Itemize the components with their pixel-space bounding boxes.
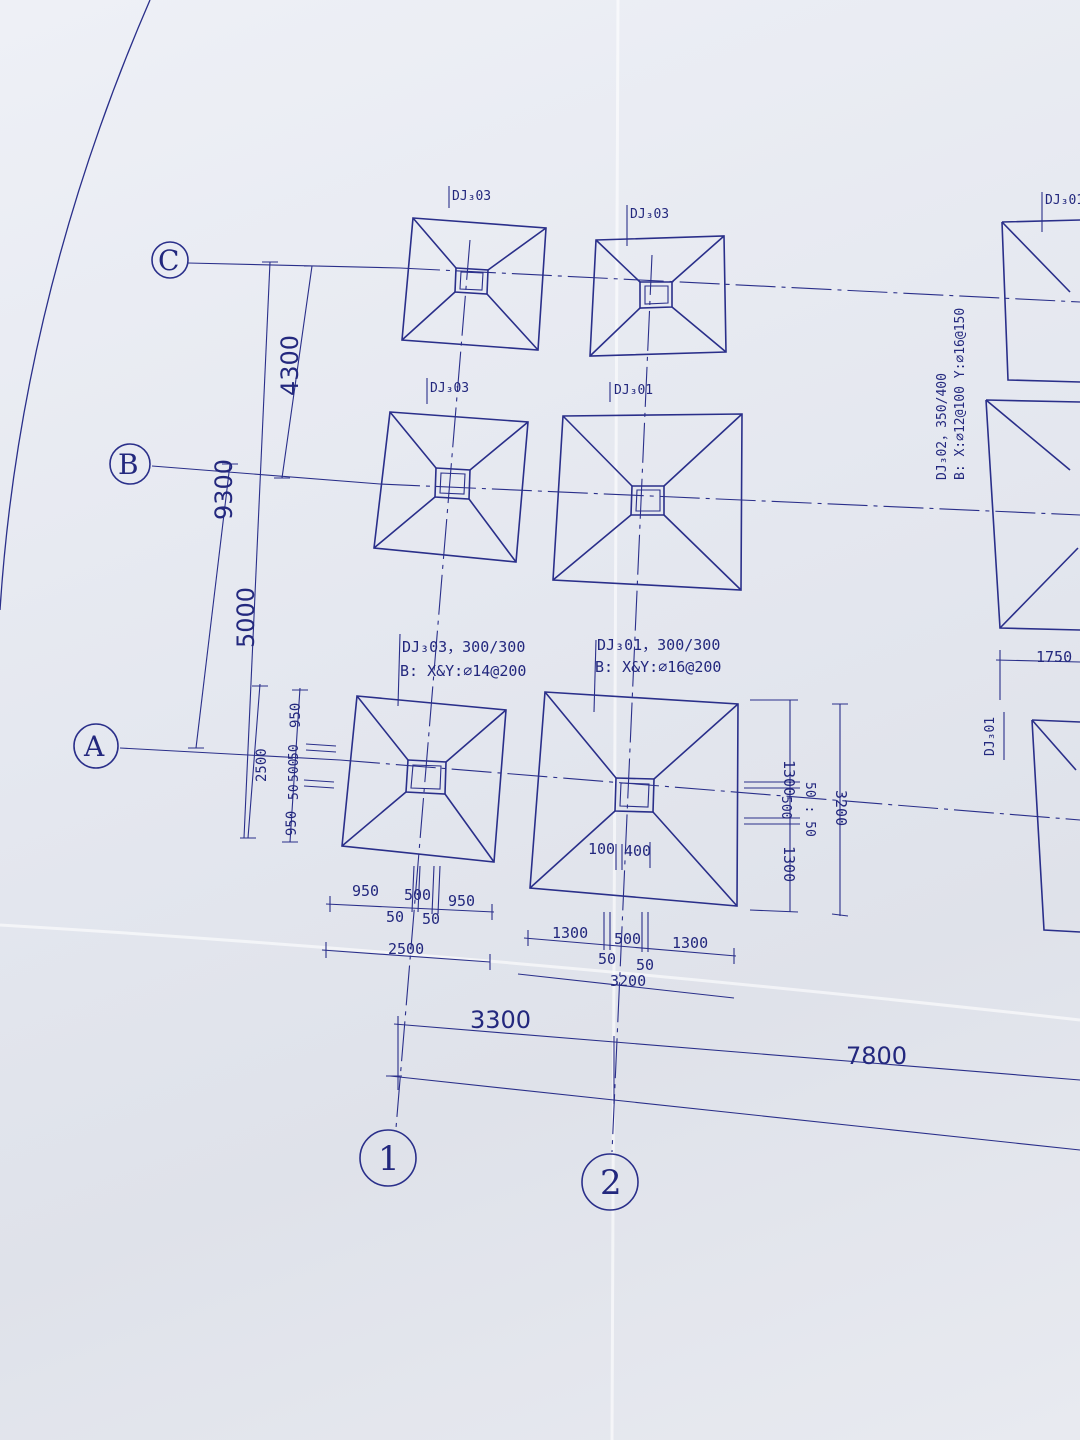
footing-right-top-label: DJ₃01 <box>1045 193 1080 208</box>
dim-a2-col-400: 400 <box>624 842 651 860</box>
paper-fold-vertical <box>610 0 620 1440</box>
paper-fold-horizontal <box>0 923 1080 1022</box>
dim-a2-x-50b: 50 <box>636 956 654 974</box>
axis-bubble-1: 1 <box>359 1129 417 1187</box>
dim-a1-x-total: 2500 <box>388 940 424 958</box>
dim-a1-y-500: 500 <box>287 759 302 782</box>
dim-a1-horizontal: 950 500 950 50 50 2500 <box>321 865 495 970</box>
dim-a1-vertical: 2500 950 50 500 50 950 <box>240 683 337 843</box>
dim-a2-col-100: 100 <box>588 840 615 858</box>
footing-right-mid-rebar: B: X:⌀12@100 Y:⌀16@150 <box>953 308 968 480</box>
dim-c-b: 4300 <box>276 335 304 396</box>
dim-b-a: 5000 <box>232 587 260 648</box>
axis-c-dash <box>399 267 1080 303</box>
paper-edge-curve <box>0 0 151 611</box>
footing-c2-label: DJ₃03 <box>630 207 669 222</box>
dim-a2-y-1300-bot: 1300 <box>780 846 798 882</box>
footing-c1: DJ₃03 <box>401 186 547 351</box>
dim-a2-horizontal: 1300 500 1300 50 50 3200 100 400 <box>517 840 737 999</box>
dim-total-y: 9300 <box>210 459 238 520</box>
footing-a1-rebar: B: X&Y:⌀14@200 <box>400 662 526 680</box>
footing-right-bot-label: DJ₃01 <box>983 717 998 756</box>
axis-b-line <box>151 465 381 485</box>
dim-a1-y-50b: 50 <box>287 784 302 800</box>
footing-a2-rebar: B: X&Y:⌀16@200 <box>595 658 721 676</box>
axis-b-dash <box>379 483 1080 516</box>
dim-span-1-2: 3300 <box>470 1006 531 1034</box>
dim-a2-x-50a: 50 <box>598 950 616 968</box>
footing-a2-label: DJ₃01，300/300 <box>597 636 720 654</box>
dim-a2-vertical: 1300 500 50 : 50 1300 3200 <box>744 699 850 917</box>
dim-a1-x-50b: 50 <box>422 910 440 928</box>
dim-a2-x-1300-left: 1300 <box>552 924 588 942</box>
axis-a-dash <box>339 759 1080 821</box>
dim-a1-y-950-bot: 950 <box>284 811 300 836</box>
dim-left-vertical: 4300 9300 5000 <box>188 261 320 839</box>
footing-b2-label: DJ₃01 <box>614 383 653 398</box>
dim-span-7800: 7800 <box>846 1042 907 1070</box>
axis-bubble-2: 2 <box>581 1153 639 1211</box>
dim-a1-x-500: 500 <box>404 886 431 904</box>
dim-a1-y-total: 2500 <box>254 748 270 782</box>
footing-right-bot: DJ₃01 <box>983 712 1080 933</box>
axis-a-line <box>119 747 341 761</box>
dim-bottom-spans: 3300 7800 1750 <box>386 648 1080 1151</box>
axis-bubble-b: B <box>109 443 151 485</box>
dim-a2-x-500: 500 <box>614 930 641 948</box>
footing-b1: DJ₃03 <box>373 378 529 563</box>
footing-right-top: DJ₃01 <box>1001 192 1080 383</box>
footing-right-mid: DJ₃02，350/400 B: X:⌀12@100 Y:⌀16@150 <box>935 308 1080 631</box>
dim-a1-x-950-right: 950 <box>448 892 475 910</box>
axis-label-a: A <box>83 730 105 763</box>
axis-2-line <box>611 254 653 1153</box>
axis-label-c: C <box>158 244 179 277</box>
dim-a1-x-950-left: 950 <box>352 882 379 900</box>
footing-right-mid-label: DJ₃02，350/400 <box>935 373 950 480</box>
footing-c2: DJ₃03 <box>589 205 727 357</box>
dim-a1-y-950-top: 950 <box>288 703 304 728</box>
axis-bubble-c: C <box>151 241 189 279</box>
footing-b1-label: DJ₃03 <box>430 381 469 396</box>
footing-a1-label: DJ₃03，300/300 <box>402 638 525 656</box>
dim-a1-x-50a: 50 <box>386 908 404 926</box>
footing-c1-label: DJ₃03 <box>452 189 491 204</box>
dim-a2-y-total: 3200 <box>832 790 850 826</box>
footing-b2: DJ₃01 <box>552 382 743 591</box>
axis-c-line <box>187 262 401 269</box>
dim-a2-x-1300-right: 1300 <box>672 934 708 952</box>
axis-label-2: 2 <box>600 1163 622 1203</box>
dim-a2-y-500: 500 <box>778 796 793 819</box>
dim-a2-y-1300-top: 1300 <box>780 760 798 796</box>
dim-a2-x-total: 3200 <box>610 972 646 990</box>
dim-a2-y-50-50: 50 : 50 <box>802 782 817 837</box>
dim-right-1750: 1750 <box>1036 648 1072 666</box>
axis-bubble-a: A <box>73 723 119 769</box>
axis-lines <box>119 239 1080 1153</box>
axis-1-line <box>395 239 471 1129</box>
axis-label-1: 1 <box>378 1139 400 1179</box>
dim-a1-y-50a: 50 <box>287 744 302 760</box>
footing-a2: DJ₃01，300/300 B: X&Y:⌀16@200 <box>529 636 739 907</box>
axis-label-b: B <box>118 448 139 481</box>
footing-a1: DJ₃03，300/300 B: X&Y:⌀14@200 <box>341 633 526 863</box>
